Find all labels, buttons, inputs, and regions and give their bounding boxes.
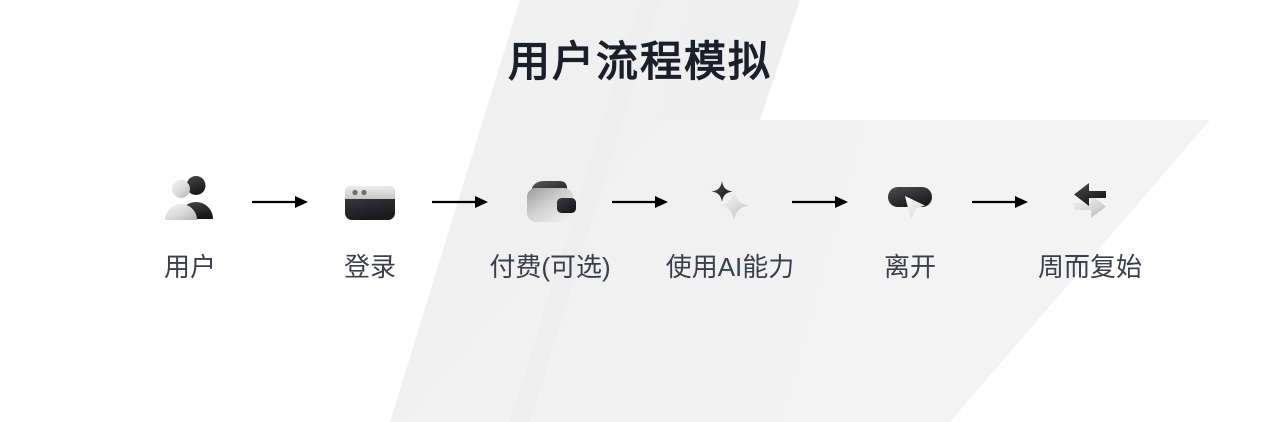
cursor-pointer-icon xyxy=(888,187,932,220)
loop-arrows-icon-arrow-left xyxy=(1074,183,1106,206)
app-window-icon-dot-1 xyxy=(352,189,358,196)
arrow-right-icon xyxy=(792,196,848,208)
page-title: 用户流程模拟 xyxy=(507,38,772,85)
flow-step-ai[interactable]: 使用AI能力 xyxy=(666,170,794,284)
flow-step-user[interactable]: 用户 xyxy=(131,170,249,284)
loop-arrows-icon-arrow-right xyxy=(1074,195,1106,218)
flow-step-repeat[interactable]: 周而复始 xyxy=(1031,170,1149,284)
wallet-icon-card xyxy=(557,198,576,213)
wallet-icon xyxy=(527,181,576,222)
flow-connector-5 xyxy=(969,170,1031,234)
sparkle-icon-star-small xyxy=(711,181,733,202)
flow-step-login[interactable]: 登录 xyxy=(311,170,429,284)
flow-step-label: 用户 xyxy=(163,252,216,282)
people-icon-head-back xyxy=(186,176,206,195)
arrow-right-icon xyxy=(972,196,1028,208)
flow-steps-row: 用户 xyxy=(0,170,1280,300)
people-icon-head-front xyxy=(172,180,190,198)
app-window-icon-dot-2 xyxy=(361,189,367,196)
sparkle-icon xyxy=(711,181,750,221)
flow-connector-3 xyxy=(609,170,671,234)
arrow-right-icon xyxy=(612,196,668,208)
flow-step-exit[interactable]: 离开 xyxy=(851,170,969,284)
flow-connector-2 xyxy=(429,170,491,234)
people-icon-body-front xyxy=(165,204,197,220)
flow-step-label: 使用AI能力 xyxy=(665,252,795,282)
people-icon xyxy=(165,176,213,220)
flow-step-payment[interactable]: 付费(可选) xyxy=(489,170,611,284)
flow-step-label: 离开 xyxy=(883,252,936,282)
flow-step-label: 付费(可选) xyxy=(489,252,611,282)
arrow-right-icon xyxy=(252,196,308,208)
flow-step-label: 周而复始 xyxy=(1037,252,1142,282)
app-window-icon-titlebar xyxy=(345,186,395,199)
app-window-icon xyxy=(345,186,395,220)
loop-arrows-icon xyxy=(1074,183,1106,218)
flow-step-label: 登录 xyxy=(343,252,396,282)
flow-connector-1 xyxy=(249,170,311,234)
flow-connector-4 xyxy=(789,170,851,234)
arrow-right-icon xyxy=(432,196,488,208)
